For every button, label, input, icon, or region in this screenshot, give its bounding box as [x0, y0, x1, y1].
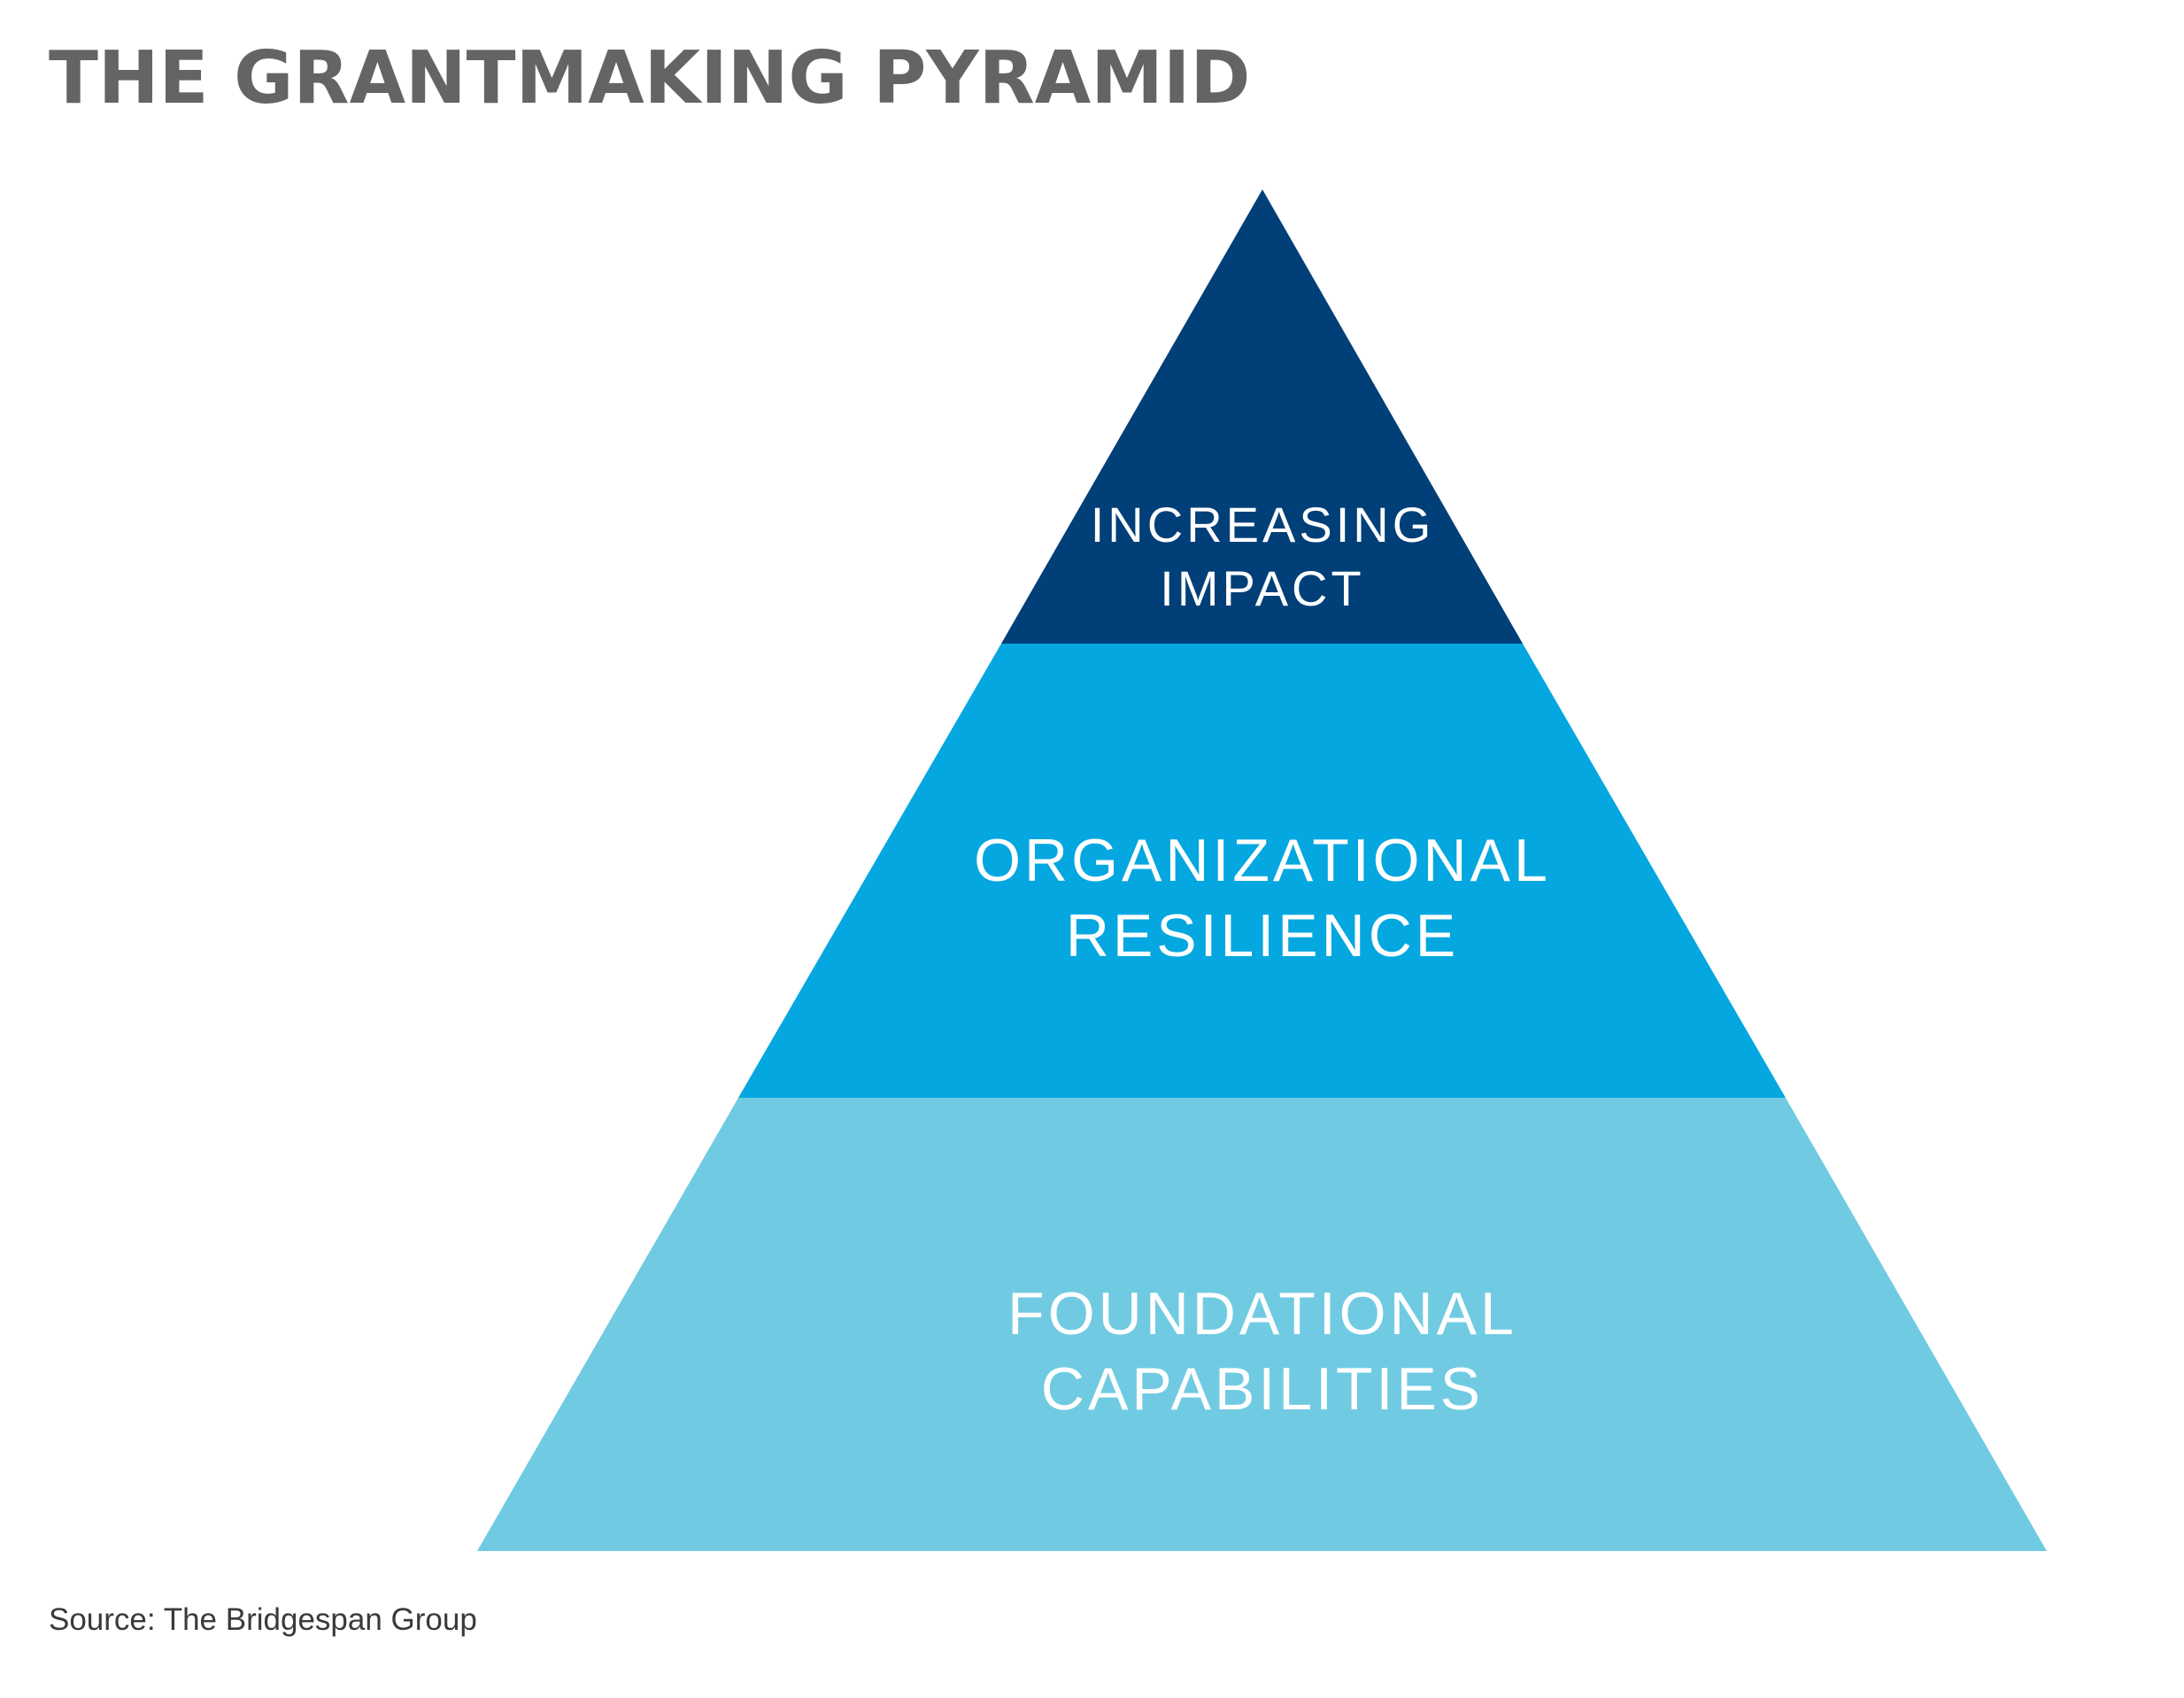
- tier-bottom-label-line2: CAPABILITIES: [1041, 1355, 1484, 1423]
- tier-middle-label-line1: ORGANIZATIONAL: [974, 827, 1551, 894]
- page-title: THE GRANTMAKING PYRAMID: [49, 36, 1251, 120]
- tier-bottom-shape: [477, 1098, 2047, 1551]
- source-note: Source: The Bridgespan Group: [49, 1602, 477, 1637]
- tier-top-label-line1: INCREASING: [1091, 497, 1435, 552]
- tier-top-label-line2: IMPACT: [1160, 560, 1364, 616]
- tier-middle-shape: [738, 644, 1786, 1098]
- tier-top-shape: [1001, 189, 1523, 644]
- tier-middle-label-line2: RESILIENCE: [1066, 902, 1459, 969]
- tier-bottom-label-line1: FOUNDATIONAL: [1007, 1280, 1517, 1347]
